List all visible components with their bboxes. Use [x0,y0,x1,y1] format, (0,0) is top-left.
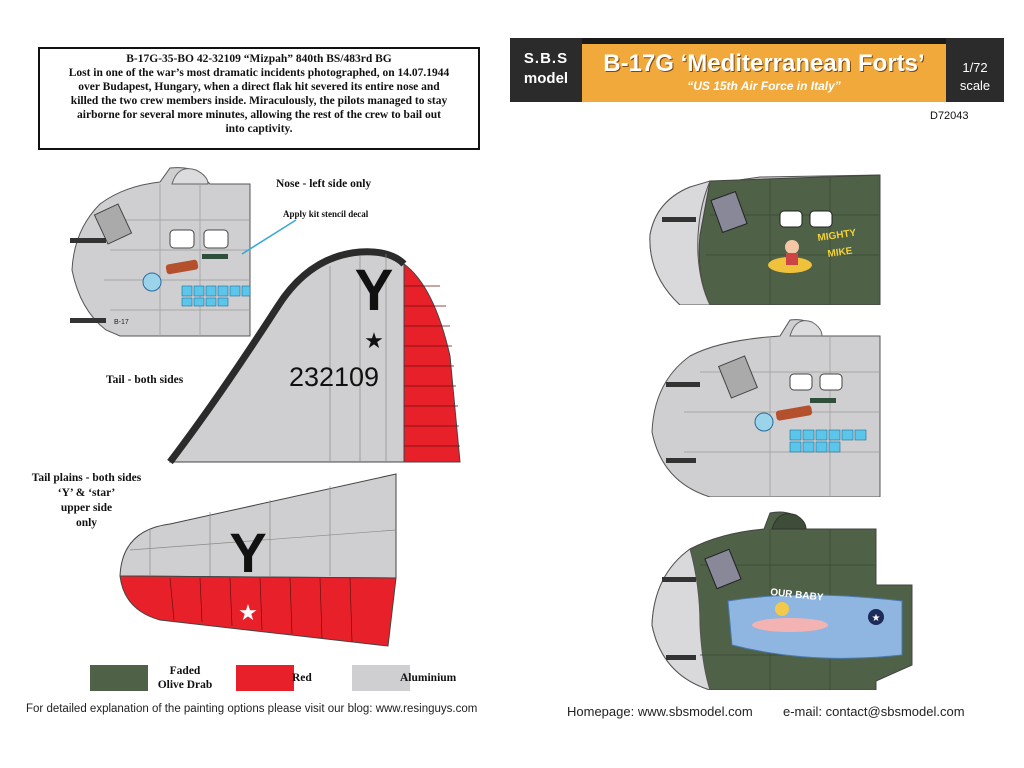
nose-art-text: MIKE [827,246,854,260]
legend-label-red: Red [292,672,312,684]
info-box: B-17G-35-BO 42-32109 “Mizpah” 840th BS/4… [38,47,480,150]
svg-text:B-17: B-17 [114,319,129,326]
nose-right-our-baby: ★ OUR BABY [651,511,913,690]
logo-text-sbs: S.B.S [523,50,569,67]
info-line: B-17G-35-BO 42-32109 “Mizpah” 840th BS/4… [126,53,392,65]
scale-value: 1/72 [962,60,988,75]
label-tailplane-line: ‘Y’ & ‘star’ [57,487,116,499]
tail-serial: 232109 [289,362,379,392]
nose-art-text: MIGHTY [817,228,857,244]
info-line: over Budapest, Hungary, when a direct fl… [78,81,440,93]
tail-fin: Y ★ 232109 [167,248,461,465]
scale-word: scale [959,78,991,93]
label-tailplane-line: Tail plains - both sides [31,472,142,484]
footer-homepage: Homepage: www.sbsmodel.com [567,704,753,719]
info-line: into captivity. [225,123,293,135]
star-icon: ★ [238,600,258,625]
legend-swatch-olive [90,665,148,691]
label-tail: Tail - both sides [106,374,184,386]
gun-barrel [70,318,106,323]
info-line: Lost in one of the war’s most dramatic i… [68,67,450,79]
nose-right-mighty-mike: MIGHTY MIKE [649,174,881,305]
sbs-logo: S.B.S model [510,38,582,102]
label-stencil: Apply kit stencil decal [283,209,369,219]
title-band: B-17G ‘Mediterranean Forts’ “US 15th Air… [582,38,946,102]
page-subtitle: “US 15th Air Force in Italy” [687,79,841,93]
legend-swatch-red [236,665,294,691]
footer-blog: For detailed explanation of the painting… [26,703,478,715]
star-icon: ★ [872,613,881,624]
logo-text-model: model [523,70,569,87]
label-tailplane-line: only [75,517,98,529]
legend-swatch-aluminium [352,665,410,691]
label-tailplane: Tail plains - both sides ‘Y’ & ‘star’ up… [24,471,149,531]
tail-letter: Y [355,258,394,323]
legend-label-line: Olive Drab [157,679,213,691]
scale-box: 1/72 scale [946,38,1004,102]
legend-label-olive: Faded Olive Drab [150,664,220,692]
tailplane-letter: Y [229,521,266,584]
legend-label-line: Faded [169,665,201,677]
header-banner: S.B.S model B-17G ‘Mediterranean Forts’ … [510,38,1004,102]
product-code: D72043 [930,110,969,122]
info-line: killed the two crew members inside. Mira… [70,95,448,107]
label-nose-left: Nose - left side only [276,178,372,190]
footer-email: e-mail: contact@sbsmodel.com [783,704,965,719]
label-tailplane-line: upper side [60,502,113,514]
stencil-pointer-line [241,219,297,255]
legend-label-aluminium: Aluminium [400,672,457,684]
nose-left-mizpah: B-17 [70,167,251,337]
gun-barrel [70,238,106,243]
tail-plane: Y ★ [119,473,397,647]
info-line: airborne for several more minutes, allow… [77,109,441,121]
star-icon: ★ [364,328,384,353]
page-title: B-17G ‘Mediterranean Forts’ [603,50,925,77]
nose-right-mizpah [651,319,881,497]
